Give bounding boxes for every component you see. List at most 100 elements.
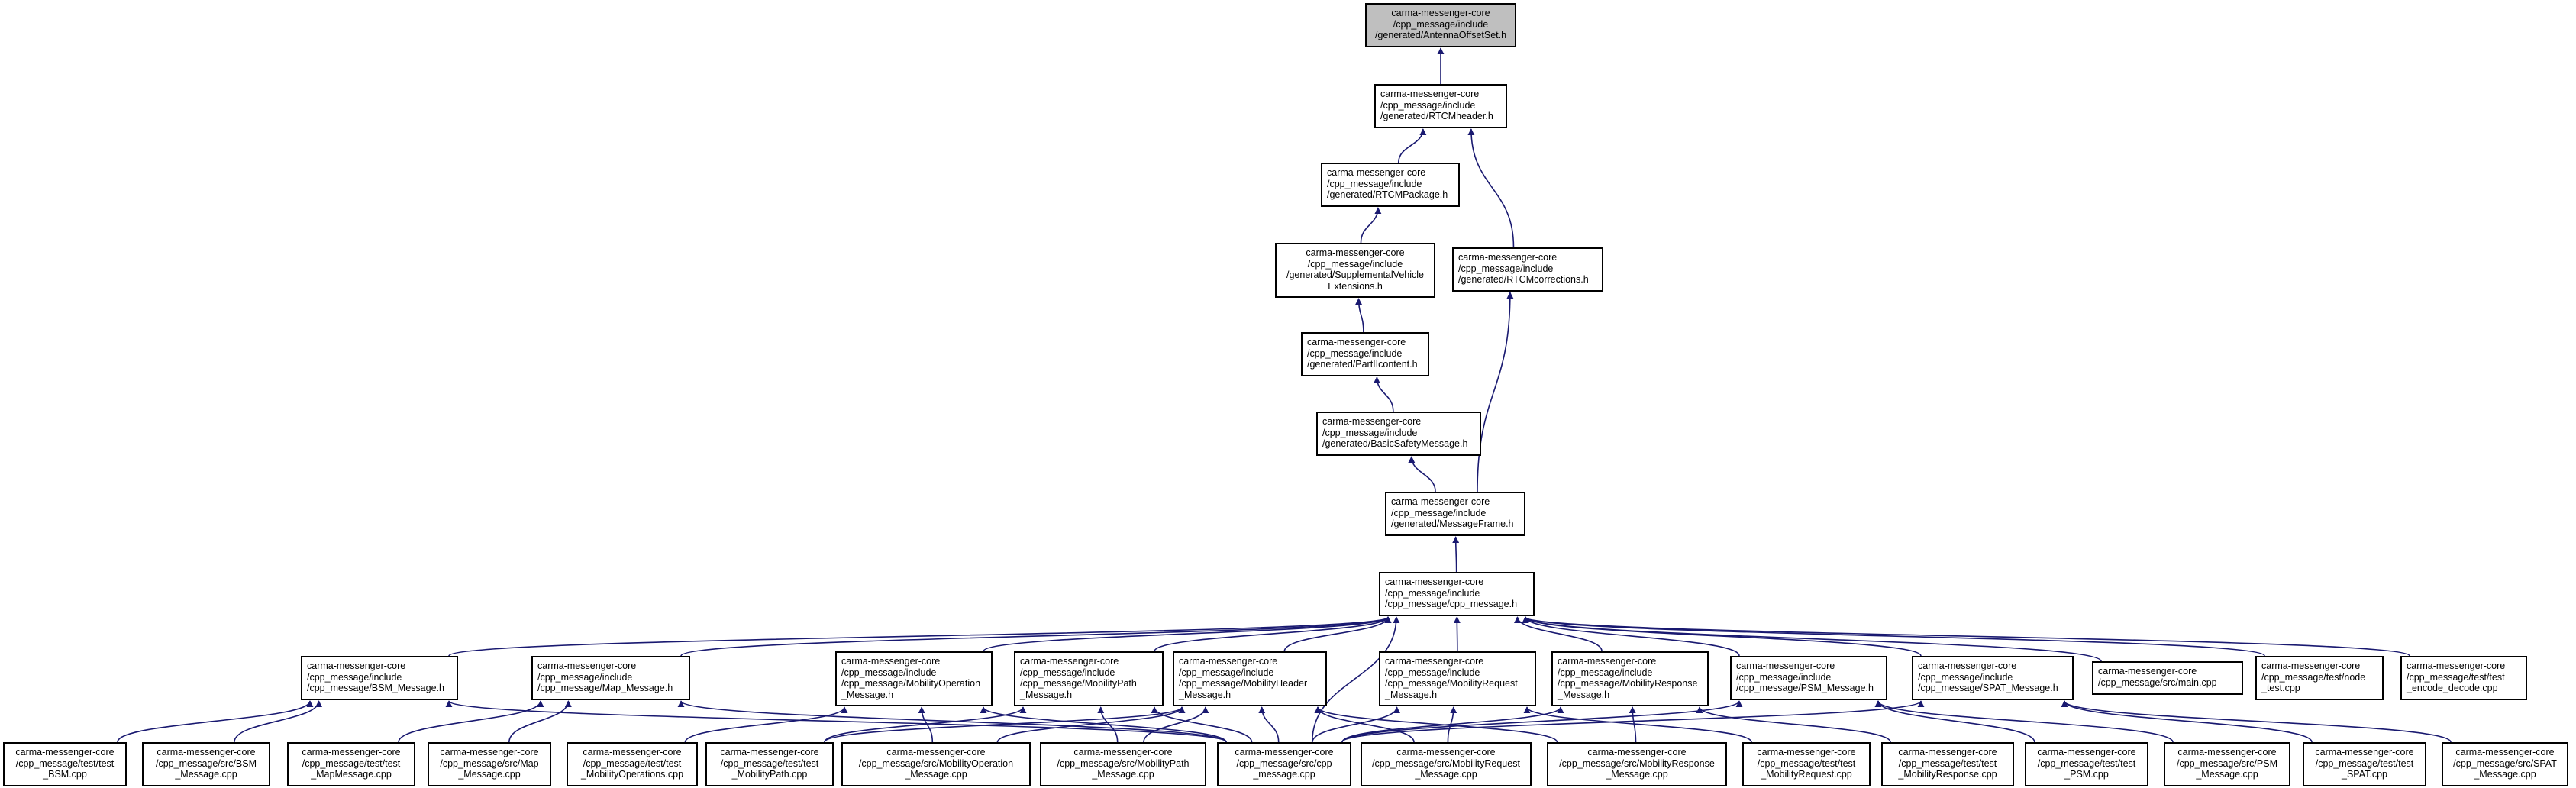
node-line: carma-messenger-core [537,660,637,671]
edge-s_cpp-to-mobresp_h [1341,706,1564,743]
node-test-mobility-path-cpp[interactable]: carma-messenger-core /cpp_message/test/t… [705,742,834,786]
node-line: /cpp_message/src/BSM [156,757,257,769]
node-supplemental-vehicle-extensions[interactable]: carma-messenger-core /cpp_message/includ… [1275,243,1435,298]
node-line: /cpp_message/src/Map [440,757,539,769]
node-line: /cpp_message/src/MobilityRequest [1372,757,1520,769]
node-line: carma-messenger-core [720,747,819,757]
node-bsm-message-h[interactable]: carma-messenger-core /cpp_message/includ… [301,656,458,700]
edge-t_mobresp-to-mobresp_h [1696,706,1891,743]
node-encode-decode-test-cpp[interactable]: carma-messenger-core /cpp_message/test/t… [2400,656,2527,700]
node-line: /cpp_message/include [1322,427,1418,438]
node-mobility-path-h[interactable]: carma-messenger-core /cpp_message/includ… [1014,651,1164,706]
node-line: carma-messenger-core [2315,747,2414,757]
edge-s_cpp-to-psm_h [1341,700,1743,743]
node-psm-message-h[interactable]: carma-messenger-core /cpp_message/includ… [1730,656,1887,700]
edge-s_mobpath-to-mobpath_h [1097,706,1119,743]
node-line: /cpp_message/src/main.cpp [2098,677,2217,688]
edge-s_mobresp-to-mobresp_h [1629,706,1637,743]
node-test-spat-cpp[interactable]: carma-messenger-core /cpp_message/test/t… [2303,742,2426,786]
node-rtcm-corrections[interactable]: carma-messenger-core /cpp_message/includ… [1452,247,1603,292]
node-mobility-header-h[interactable]: carma-messenger-core /cpp_message/includ… [1173,651,1327,706]
node-line: /cpp_message/include [1918,671,2013,683]
node-src-psm-message-cpp[interactable]: carma-messenger-core /cpp_message/src/PS… [2164,742,2290,786]
node-line: carma-messenger-core [1587,747,1687,757]
node-line: /cpp_message/include [1458,263,1554,274]
node-src-spat-message-cpp[interactable]: carma-messenger-core /cpp_message/src/SP… [2442,742,2568,786]
edge-s_mobop-to-mobhdr_h [996,706,1186,743]
node-line: _Message.h [841,689,894,700]
node-test-mobility-response-cpp[interactable]: carma-messenger-core /cpp_message/test/t… [1881,742,2014,786]
node-src-map-message-cpp[interactable]: carma-messenger-core /cpp_message/src/Ma… [428,742,551,786]
edge-s_cpp-to-cppmsg_h [1311,616,1400,743]
node-line: /cpp_message/include [841,667,937,678]
node-line: _MobilityResponse.cpp [1898,769,1997,780]
node-message-frame[interactable]: carma-messenger-core /cpp_message/includ… [1385,492,1525,536]
node-basic-safety-message[interactable]: carma-messenger-core /cpp_message/includ… [1316,412,1481,456]
node-src-mobility-request-cpp[interactable]: carma-messenger-core /cpp_message/src/Mo… [1361,742,1532,786]
edge-partii-to-supplemental [1355,298,1364,333]
node-line: carma-messenger-core [1179,656,1278,667]
edge-main_cpp-to-cppmsg_h [1522,616,2102,662]
node-line: /cpp_message/MobilityHeader [1179,678,1308,689]
node-test-bsm-cpp[interactable]: carma-messenger-core /cpp_message/test/t… [3,742,127,786]
node-spat-message-h[interactable]: carma-messenger-core /cpp_message/includ… [1912,656,2074,700]
node-test-mobility-operations-cpp[interactable]: carma-messenger-core /cpp_message/test/t… [567,742,698,786]
edge-s_mobresp-to-mobhdr_h [1314,706,1558,743]
node-line: carma-messenger-core [307,660,406,671]
node-line: carma-messenger-core [15,747,115,757]
node-line: /cpp_message/include [1327,178,1422,189]
node-line: carma-messenger-core [302,747,401,757]
node-antenna-offset-set[interactable]: carma-messenger-core /cpp_message/includ… [1365,3,1516,47]
node-node-test-cpp[interactable]: carma-messenger-core /cpp_message/test/n… [2255,656,2384,700]
node-line: _Message.cpp [905,769,967,780]
node-line: /cpp_message/src/SPAT [2453,757,2557,769]
node-line: carma-messenger-core [2261,660,2361,671]
edge-s_cpp-to-mobhdr_h [1258,706,1280,743]
node-main-cpp[interactable]: carma-messenger-core /cpp_message/src/ma… [2092,661,2243,695]
node-mobility-operation-h[interactable]: carma-messenger-core /cpp_message/includ… [835,651,993,706]
edge-t_mobpath-to-mobhdr_h [824,706,1186,743]
node-line: /cpp_message/include [1558,667,1653,678]
node-line: carma-messenger-core [157,747,256,757]
node-line: /cpp_message/test/test [2037,757,2136,769]
edge-bsm_h-to-cppmsg_h [448,616,1392,657]
node-line: /cpp_message/include [1736,671,1832,683]
edge-mobop_h-to-cppmsg_h [983,616,1392,652]
node-line: /cpp_message/MobilityResponse [1558,678,1698,689]
node-line: _PSM.cpp [2064,769,2109,780]
node-src-mobility-path-cpp[interactable]: carma-messenger-core /cpp_message/src/Mo… [1040,742,1206,786]
node-line: carma-messenger-core [1327,167,1426,178]
node-test-psm-cpp[interactable]: carma-messenger-core /cpp_message/test/t… [2025,742,2148,786]
node-line: /cpp_message/src/MobilityOperation [858,757,1014,769]
node-src-mobility-response-cpp[interactable]: carma-messenger-core /cpp_message/src/Mo… [1547,742,1727,786]
node-mobility-response-h[interactable]: carma-messenger-core /cpp_message/includ… [1551,651,1709,706]
node-src-cpp-message-cpp[interactable]: carma-messenger-core /cpp_message/src/cp… [1217,742,1351,786]
node-line: carma-messenger-core [1918,660,2017,671]
node-test-map-message-cpp[interactable]: carma-messenger-core /cpp_message/test/t… [287,742,415,786]
node-line: _Message.cpp [458,769,521,780]
node-line: carma-messenger-core [1391,496,1490,507]
node-line: _Message.cpp [1415,769,1477,780]
node-line: carma-messenger-core [1458,252,1558,263]
node-line: carma-messenger-core [1898,747,1997,757]
node-src-bsm-message-cpp[interactable]: carma-messenger-core /cpp_message/src/BS… [142,742,270,786]
node-rtcm-header[interactable]: carma-messenger-core /cpp_message/includ… [1374,84,1507,128]
node-test-mobility-request-cpp[interactable]: carma-messenger-core /cpp_message/test/t… [1742,742,1871,786]
node-part-ii-content[interactable]: carma-messenger-core /cpp_message/includ… [1301,332,1429,376]
node-line: /cpp_message/test/test [2407,671,2505,683]
node-line: /cpp_message/include [1391,507,1487,518]
node-mobility-request-h[interactable]: carma-messenger-core /cpp_message/includ… [1379,651,1536,706]
node-line: /cpp_message/BSM_Message.h [307,683,444,693]
edge-s_spat-to-spat_h [2061,700,2452,743]
node-rtcm-package[interactable]: carma-messenger-core /cpp_message/includ… [1321,163,1460,207]
node-line: /generated/RTCMPackage.h [1327,189,1448,200]
node-line: _test.cpp [2261,683,2300,693]
node-map-message-h[interactable]: carma-messenger-core /cpp_message/includ… [531,656,690,700]
edge-t_psm-to-psm_h [1874,700,2035,743]
node-cpp-message-h[interactable]: carma-messenger-core /cpp_message/includ… [1379,572,1535,616]
node-src-mobility-operation-cpp[interactable]: carma-messenger-core /cpp_message/src/Mo… [841,742,1031,786]
node-line: /cpp_message/include [1179,667,1274,678]
edge-t_spat-to-spat_h [2061,700,2313,743]
